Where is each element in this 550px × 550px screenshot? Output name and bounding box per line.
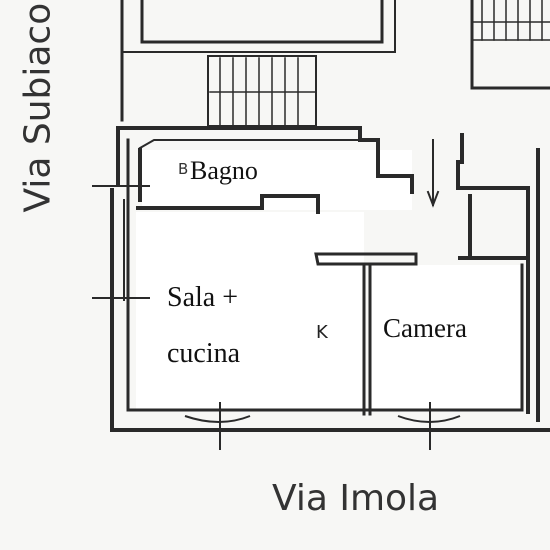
top-left-block xyxy=(140,0,384,44)
corridor-wall xyxy=(314,252,418,266)
room-label-sala: Sala + xyxy=(167,282,238,313)
street-label-bottom: Via Imola xyxy=(272,478,440,519)
walls xyxy=(110,0,550,432)
room-label-bagno: Bagno xyxy=(190,156,258,185)
top-right-treads xyxy=(471,0,550,41)
bagno-top xyxy=(138,139,361,150)
kitchen-marker: K xyxy=(316,322,328,343)
room-label-cucina: cucina xyxy=(167,338,241,369)
right-corridor-walls xyxy=(456,133,530,414)
window-marks xyxy=(92,170,461,450)
entry-arrow xyxy=(426,139,440,208)
bagno-area xyxy=(142,150,412,210)
partition-wall xyxy=(362,264,372,416)
outer-wall-inner xyxy=(126,138,524,412)
bagno-wall xyxy=(136,148,320,214)
top-frame xyxy=(121,0,396,53)
camera-area xyxy=(370,265,522,410)
bagno-marker: B xyxy=(178,160,189,178)
outer-wall xyxy=(110,126,550,432)
room-label-camera: Camera xyxy=(383,313,467,343)
street-label-left: Via Subiaco xyxy=(17,2,59,213)
top-right-block xyxy=(470,0,550,90)
staircase xyxy=(207,55,317,127)
room-fills xyxy=(136,150,522,410)
sala-area xyxy=(136,212,364,410)
stair-treads xyxy=(209,57,317,127)
